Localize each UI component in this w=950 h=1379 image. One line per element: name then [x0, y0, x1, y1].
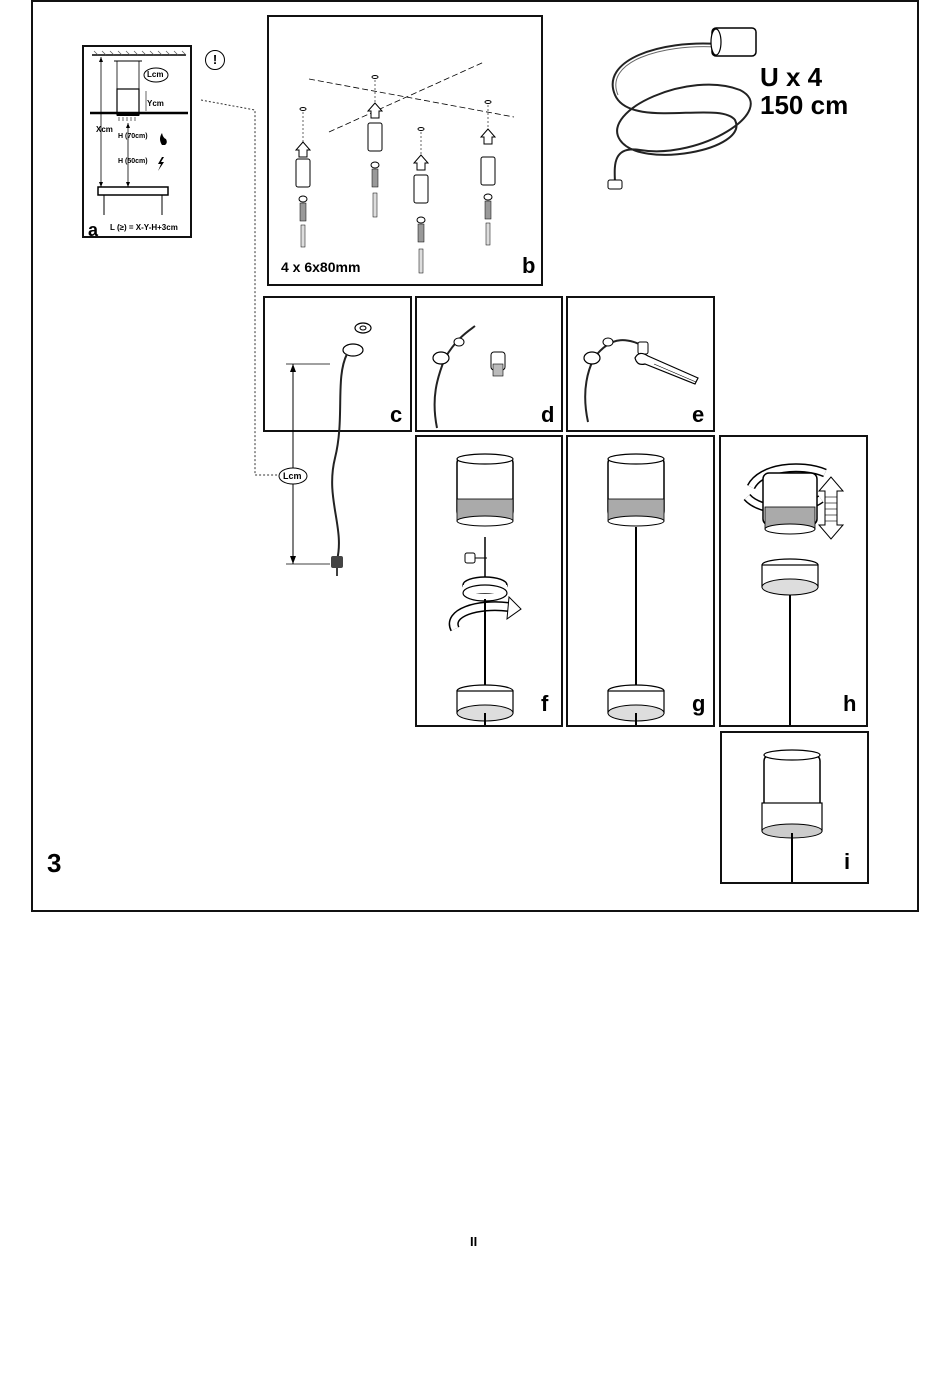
panel-letter-f: f [541, 693, 548, 715]
canopy-lowered-diagram [568, 437, 715, 727]
panel-h: h [719, 435, 868, 727]
panel-letter-i: i [844, 851, 850, 873]
page-number: II [470, 1234, 477, 1249]
panel-d: d [415, 296, 563, 432]
panel-letter-h: h [843, 693, 856, 715]
panel-g: g [566, 435, 715, 727]
panel-e: e [566, 296, 715, 432]
figure-number: 3 [47, 848, 61, 879]
panel-letter-g: g [692, 693, 705, 715]
c-length-label: Lcm [283, 471, 302, 481]
panel-letter-e: e [692, 404, 704, 426]
canopy-assembly-diagram [417, 437, 563, 727]
panel-f: f [415, 435, 563, 727]
panel-letter-d: d [541, 404, 554, 426]
wrench-icon [635, 353, 698, 384]
panel-i: i [720, 731, 869, 884]
height-adjust-diagram [721, 437, 868, 727]
